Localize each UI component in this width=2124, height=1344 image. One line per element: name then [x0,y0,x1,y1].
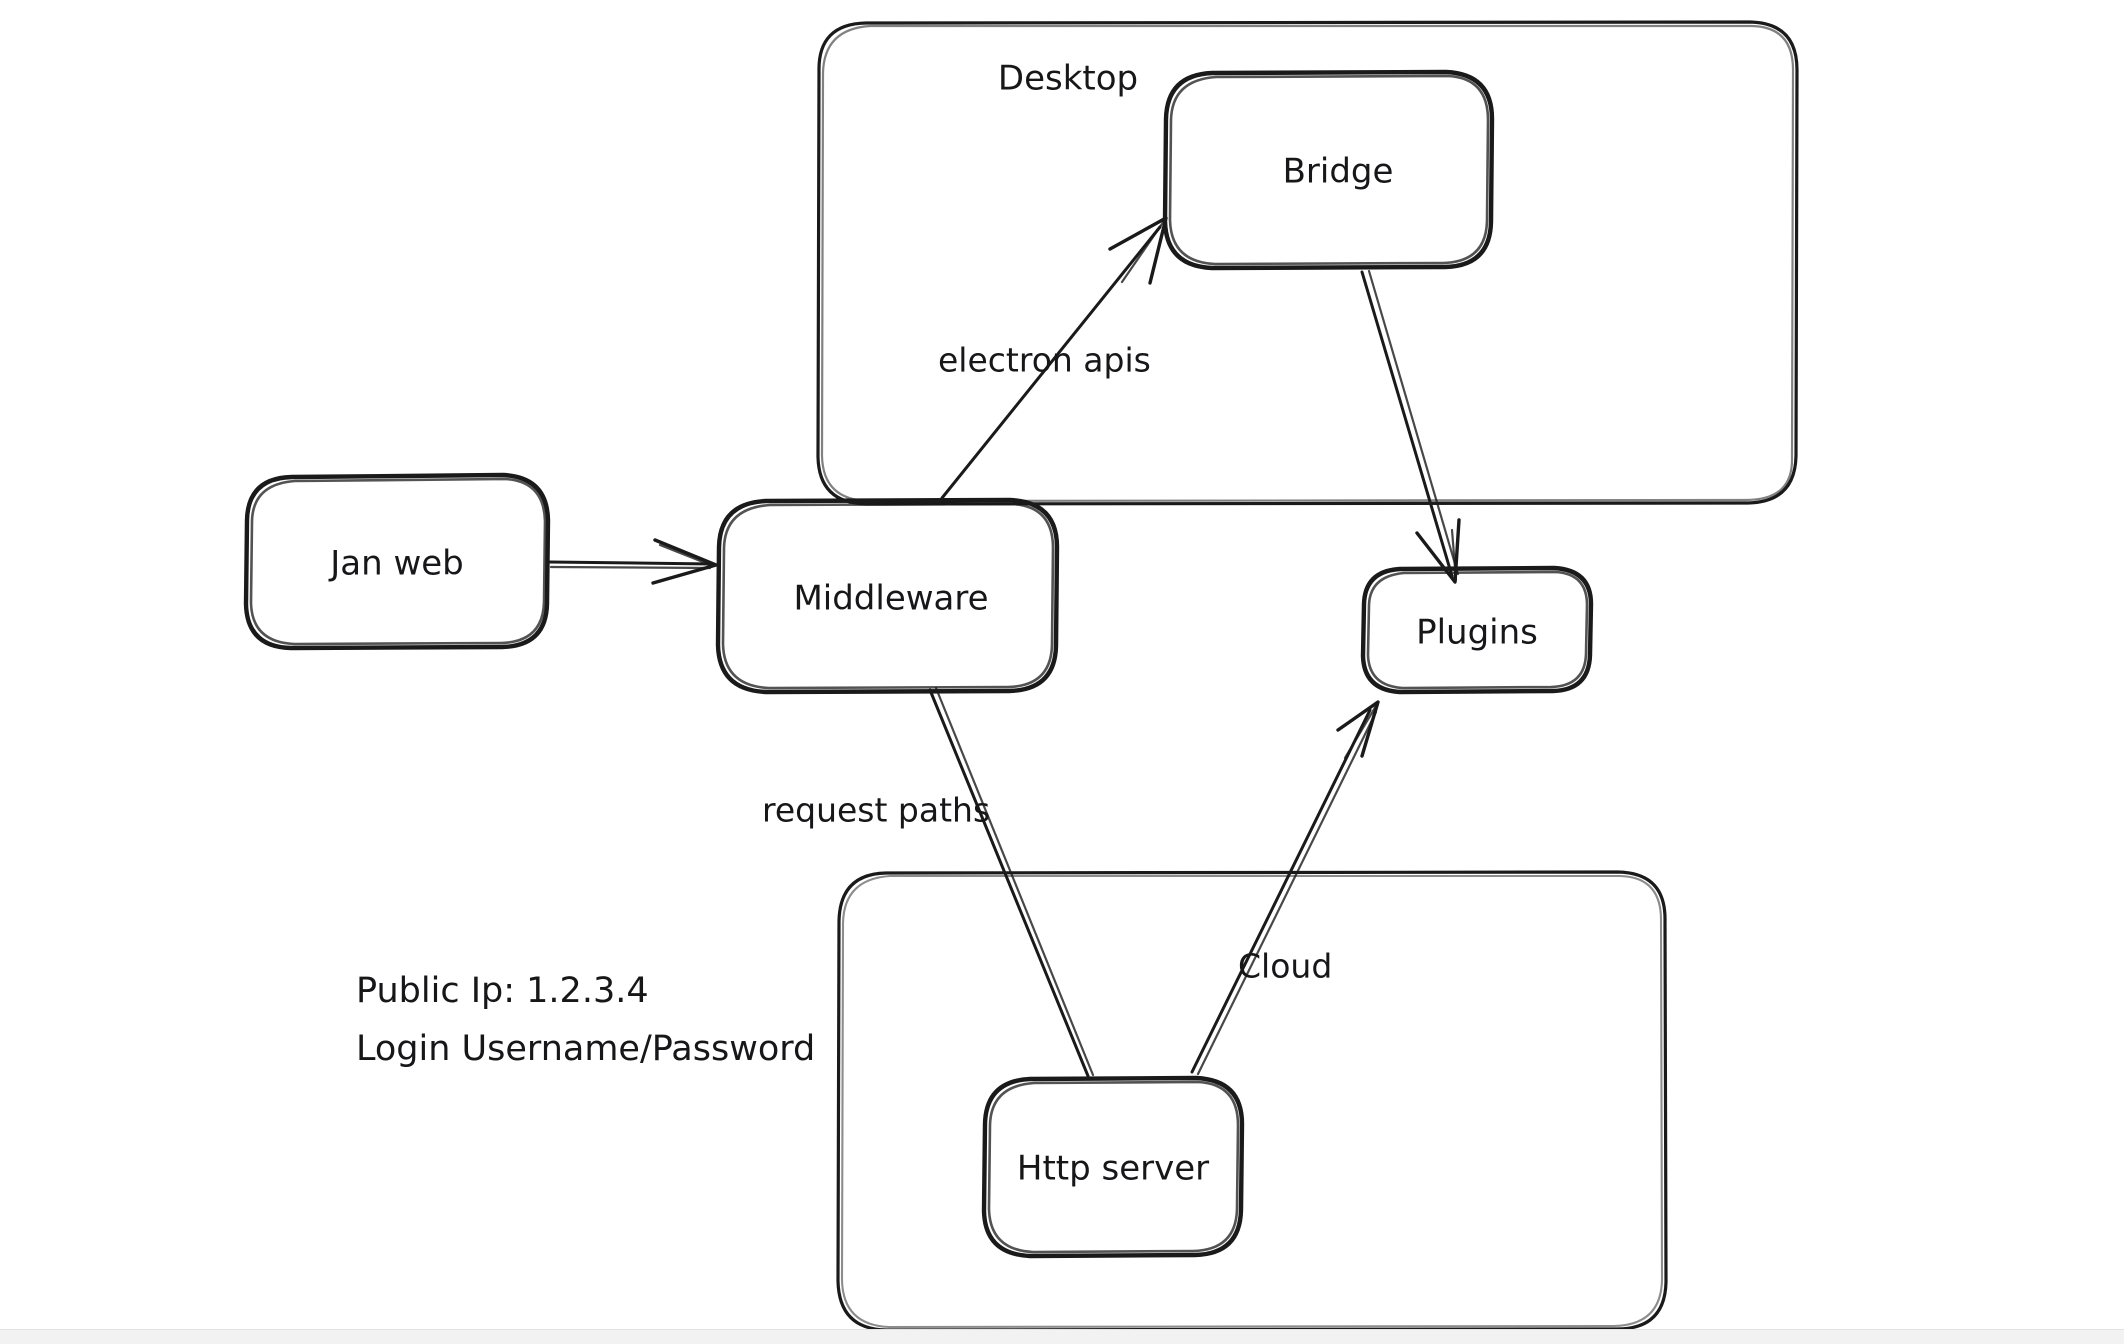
container-cloud-region[interactable] [836,870,1668,1332]
node-bridge[interactable]: Bridge [1162,69,1495,271]
container-label-desktop: Desktop [998,59,1138,99]
node-middleware[interactable]: Middleware [715,497,1060,695]
node-jan-web[interactable]: Jan web [243,472,551,651]
edge-label-cloud: Cloud [1238,947,1332,986]
edge-middleware-to-bridge[interactable]: electron apis [938,216,1168,500]
container-desktop[interactable]: Desktop [816,20,1799,506]
node-label-jan-web: Jan web [328,544,464,584]
edge-janweb-to-middleware[interactable] [548,538,718,585]
edge-http-server-to-plugins[interactable]: Cloud [1190,700,1380,1076]
note-line-login: Login Username/Password [356,1029,815,1069]
node-plugins[interactable]: Plugins [1360,565,1594,695]
note-public-ip: Public Ip: 1.2.3.4 Login Username/Passwo… [356,971,815,1069]
node-label-bridge: Bridge [1283,152,1394,192]
node-http-server[interactable]: Http server [981,1075,1245,1259]
node-label-middleware: Middleware [793,579,988,619]
edge-middleware-to-http-server[interactable]: request paths [762,686,1095,1078]
node-label-http-server: Http server [1017,1149,1209,1189]
node-label-plugins: Plugins [1416,613,1538,653]
note-line-public-ip: Public Ip: 1.2.3.4 [356,971,649,1011]
edge-bridge-to-plugins[interactable] [1360,269,1461,584]
edge-label-electron-apis: electron apis [938,341,1151,380]
bottom-band [0,1329,2124,1344]
edge-label-request-paths: request paths [762,791,990,830]
